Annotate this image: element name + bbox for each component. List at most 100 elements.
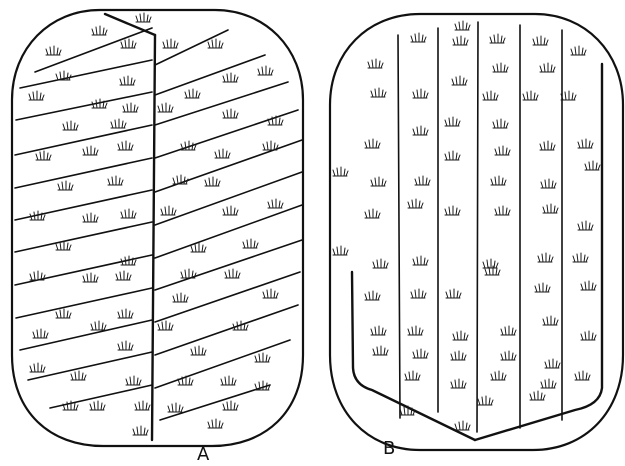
grass-tuft <box>29 91 44 100</box>
grass-tuft <box>135 401 150 410</box>
grass-tuft <box>581 331 596 340</box>
grass-tuft <box>46 46 61 55</box>
grass-tuft <box>493 63 508 72</box>
grass-tuft <box>445 151 460 160</box>
grass-tuft <box>578 139 593 148</box>
grass-tuft <box>36 151 51 160</box>
grass-tuft <box>413 126 428 135</box>
panel-b-grass-tufts <box>333 21 600 430</box>
grass-tuft <box>371 326 386 335</box>
grass-tuft <box>365 291 380 300</box>
grass-tuft <box>445 206 460 215</box>
grass-tuft <box>333 167 348 176</box>
grass-tuft <box>541 179 556 188</box>
grass-tuft <box>205 177 220 186</box>
grass-tuft <box>91 321 106 330</box>
grass-tuft <box>453 331 468 340</box>
ditch-line <box>20 320 152 350</box>
grass-tuft <box>413 349 428 358</box>
panel-b <box>330 14 623 450</box>
grass-tuft <box>83 146 98 155</box>
ditch-line <box>16 92 152 120</box>
grass-tuft <box>523 91 538 100</box>
grass-tuft <box>56 71 71 80</box>
grass-tuft <box>263 289 278 298</box>
panel-b-right-ditch <box>475 64 602 440</box>
grass-tuft <box>530 391 545 400</box>
grass-tuft <box>116 271 131 280</box>
grass-tuft <box>120 76 135 85</box>
grass-tuft <box>373 346 388 355</box>
grass-tuft <box>136 13 151 22</box>
grass-tuft <box>573 253 588 262</box>
grass-tuft <box>371 88 386 97</box>
grass-tuft <box>535 283 550 292</box>
grass-tuft <box>268 199 283 208</box>
grass-tuft <box>158 103 173 112</box>
grass-tuft <box>63 121 78 130</box>
grass-tuft <box>161 206 176 215</box>
ditch-line <box>20 60 152 88</box>
grass-tuft <box>215 149 230 158</box>
grass-tuft <box>541 379 556 388</box>
grass-tuft <box>243 239 258 248</box>
grass-tuft <box>540 141 555 150</box>
grass-tuft <box>56 309 71 318</box>
grass-tuft <box>485 266 500 275</box>
grass-tuft <box>191 346 206 355</box>
grass-tuft <box>413 256 428 265</box>
grass-tuft <box>233 321 248 330</box>
grass-tuft <box>121 39 136 48</box>
grass-tuft <box>501 351 516 360</box>
grass-tuft <box>501 326 516 335</box>
grass-tuft <box>168 403 183 412</box>
grass-tuft <box>118 309 133 318</box>
grass-tuft <box>413 89 428 98</box>
grass-tuft <box>268 116 283 125</box>
ditch-line <box>155 205 302 258</box>
strip-line <box>477 22 478 432</box>
grass-tuft <box>368 59 383 68</box>
grass-tuft <box>255 353 270 362</box>
grass-tuft <box>561 91 576 100</box>
grass-tuft <box>92 26 107 35</box>
grass-tuft <box>133 426 148 435</box>
grass-tuft <box>365 209 380 218</box>
grass-tuft <box>491 176 506 185</box>
grass-tuft <box>451 379 466 388</box>
grass-tuft <box>408 326 423 335</box>
grass-tuft <box>111 119 126 128</box>
grass-tuft <box>108 176 123 185</box>
grass-tuft <box>126 376 141 385</box>
ditch-line <box>160 385 270 420</box>
grass-tuft <box>90 401 105 410</box>
grass-tuft <box>208 419 223 428</box>
panel-a-label: A <box>197 444 209 465</box>
ditch-line <box>15 190 152 220</box>
grass-tuft <box>415 176 430 185</box>
grass-tuft <box>408 199 423 208</box>
grass-tuft <box>543 204 558 213</box>
grass-tuft <box>221 376 236 385</box>
grass-tuft <box>118 341 133 350</box>
grass-tuft <box>223 401 238 410</box>
grass-tuft <box>123 103 138 112</box>
ditch-line <box>155 272 300 322</box>
grass-tuft <box>543 316 558 325</box>
grass-tuft <box>493 119 508 128</box>
grass-tuft <box>208 39 223 48</box>
grass-tuft <box>538 253 553 262</box>
grass-tuft <box>223 206 238 215</box>
panel-b-label: B <box>383 438 395 459</box>
ditch-line <box>16 288 152 318</box>
grass-tuft <box>446 289 461 298</box>
grass-tuft <box>58 181 73 190</box>
grass-tuft <box>451 351 466 360</box>
ditch-line <box>155 110 298 158</box>
grass-tuft <box>581 281 596 290</box>
grass-tuft <box>495 206 510 215</box>
panel-a-center-ditch <box>152 35 155 440</box>
panel-a-right-ditches <box>155 30 302 420</box>
grass-tuft <box>30 363 45 372</box>
grass-tuft <box>223 109 238 118</box>
